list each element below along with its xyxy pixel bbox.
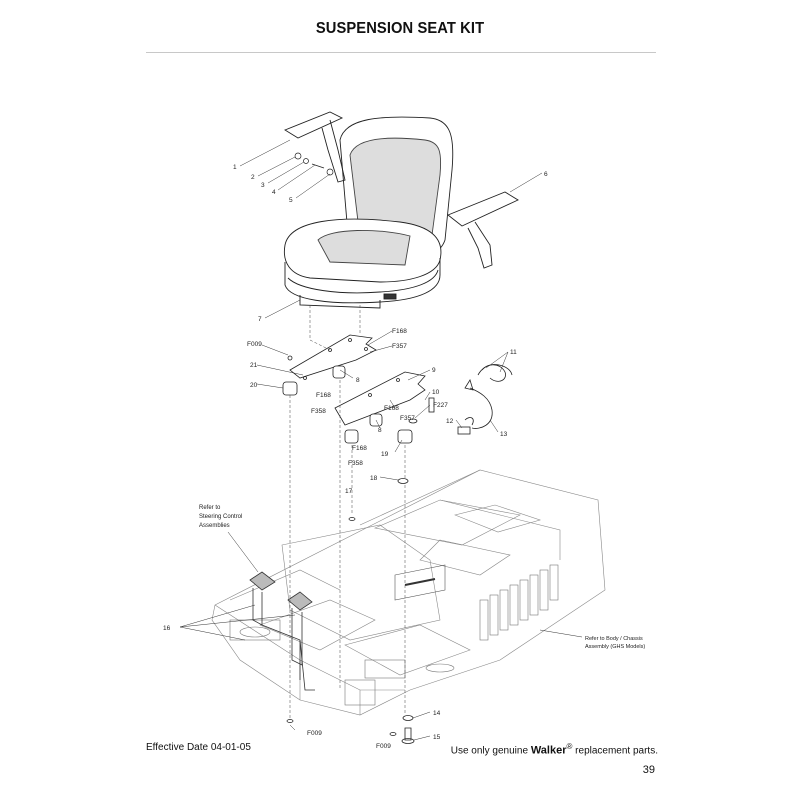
chassis-body xyxy=(211,469,606,716)
svg-text:Refer to Body / Chassis: Refer to Body / Chassis xyxy=(585,636,643,642)
genuine-prefix: Use only genuine xyxy=(450,745,529,757)
note-steering-control: Refer to Steering Control Assemblies xyxy=(199,505,242,529)
callout-f357a: F357 xyxy=(392,343,407,350)
callout-7: 7 xyxy=(258,316,262,323)
callout-f009a: F009 xyxy=(247,341,262,348)
callout-9: 9 xyxy=(432,367,436,374)
callout-f009b: F009 xyxy=(307,730,322,737)
callout-14: 14 xyxy=(433,710,441,717)
callout-labels: 1 2 3 4 5 6 7 8 8 9 10 11 12 13 14 15 16… xyxy=(163,164,548,750)
isolator-mounts xyxy=(282,347,435,521)
callout-8b: 8 xyxy=(378,427,382,434)
page-number: 39 xyxy=(642,764,655,776)
brand-name: Walker xyxy=(530,744,567,757)
effective-date: Effective Date 04-01-05 xyxy=(146,742,251,753)
genuine-parts-notice: Use only genuine Walker® replacement par… xyxy=(451,742,658,756)
chassis-vents xyxy=(479,564,559,641)
callout-8a: 8 xyxy=(356,377,360,384)
leader-lines xyxy=(179,139,583,741)
callout-f358a: F358 xyxy=(311,408,326,415)
seat-bracket-9 xyxy=(334,371,426,426)
genuine-suffix: replacement parts. xyxy=(575,745,658,757)
callout-f168d: F168 xyxy=(352,445,367,452)
callout-f357b: F357 xyxy=(400,415,415,422)
callout-19: 19 xyxy=(381,451,389,458)
callout-f168c: F168 xyxy=(384,405,399,412)
armrest-hardware xyxy=(294,152,334,176)
control-panel xyxy=(229,619,455,706)
callout-6: 6 xyxy=(544,171,548,178)
note-body-chassis: Refer to Body / Chassis Assembly (GHS Mo… xyxy=(585,636,645,650)
callout-4: 4 xyxy=(272,189,276,196)
callout-10: 10 xyxy=(432,389,440,396)
page-title: SUSPENSION SEAT KIT xyxy=(315,20,485,37)
callout-17: 17 xyxy=(345,488,353,495)
registered-mark: ® xyxy=(566,742,573,751)
callout-12: 12 xyxy=(446,418,454,425)
svg-text:Steering Control: Steering Control xyxy=(199,514,242,520)
callout-11: 11 xyxy=(510,349,517,356)
callout-f168a: F168 xyxy=(392,328,407,335)
seat-switch-harness xyxy=(457,364,513,435)
steering-levers xyxy=(249,571,315,691)
callout-15: 15 xyxy=(433,734,441,741)
callout-16: 16 xyxy=(163,625,171,632)
callout-f168b: F168 xyxy=(316,392,331,399)
callout-f009c: F009 xyxy=(376,743,391,750)
title-divider xyxy=(146,52,656,53)
callout-21: 21 xyxy=(250,362,258,369)
seat-bracket-21 xyxy=(289,334,377,379)
svg-text:Assemblies: Assemblies xyxy=(199,523,230,529)
callout-13: 13 xyxy=(500,431,508,438)
floor-hardware xyxy=(286,715,415,744)
callout-f358b: F358 xyxy=(348,460,363,467)
callout-f227: F227 xyxy=(433,402,448,409)
callout-5: 5 xyxy=(289,197,293,204)
callout-3: 3 xyxy=(261,182,265,189)
callout-1: 1 xyxy=(233,164,237,171)
callout-20: 20 xyxy=(250,382,258,389)
svg-text:Refer to: Refer to xyxy=(199,505,221,511)
svg-text:Assembly (GHS Models): Assembly (GHS Models) xyxy=(585,644,645,650)
alignment-lines xyxy=(289,305,406,720)
callout-2: 2 xyxy=(251,174,255,181)
callout-18: 18 xyxy=(370,475,378,482)
seat-assembly xyxy=(283,111,519,309)
